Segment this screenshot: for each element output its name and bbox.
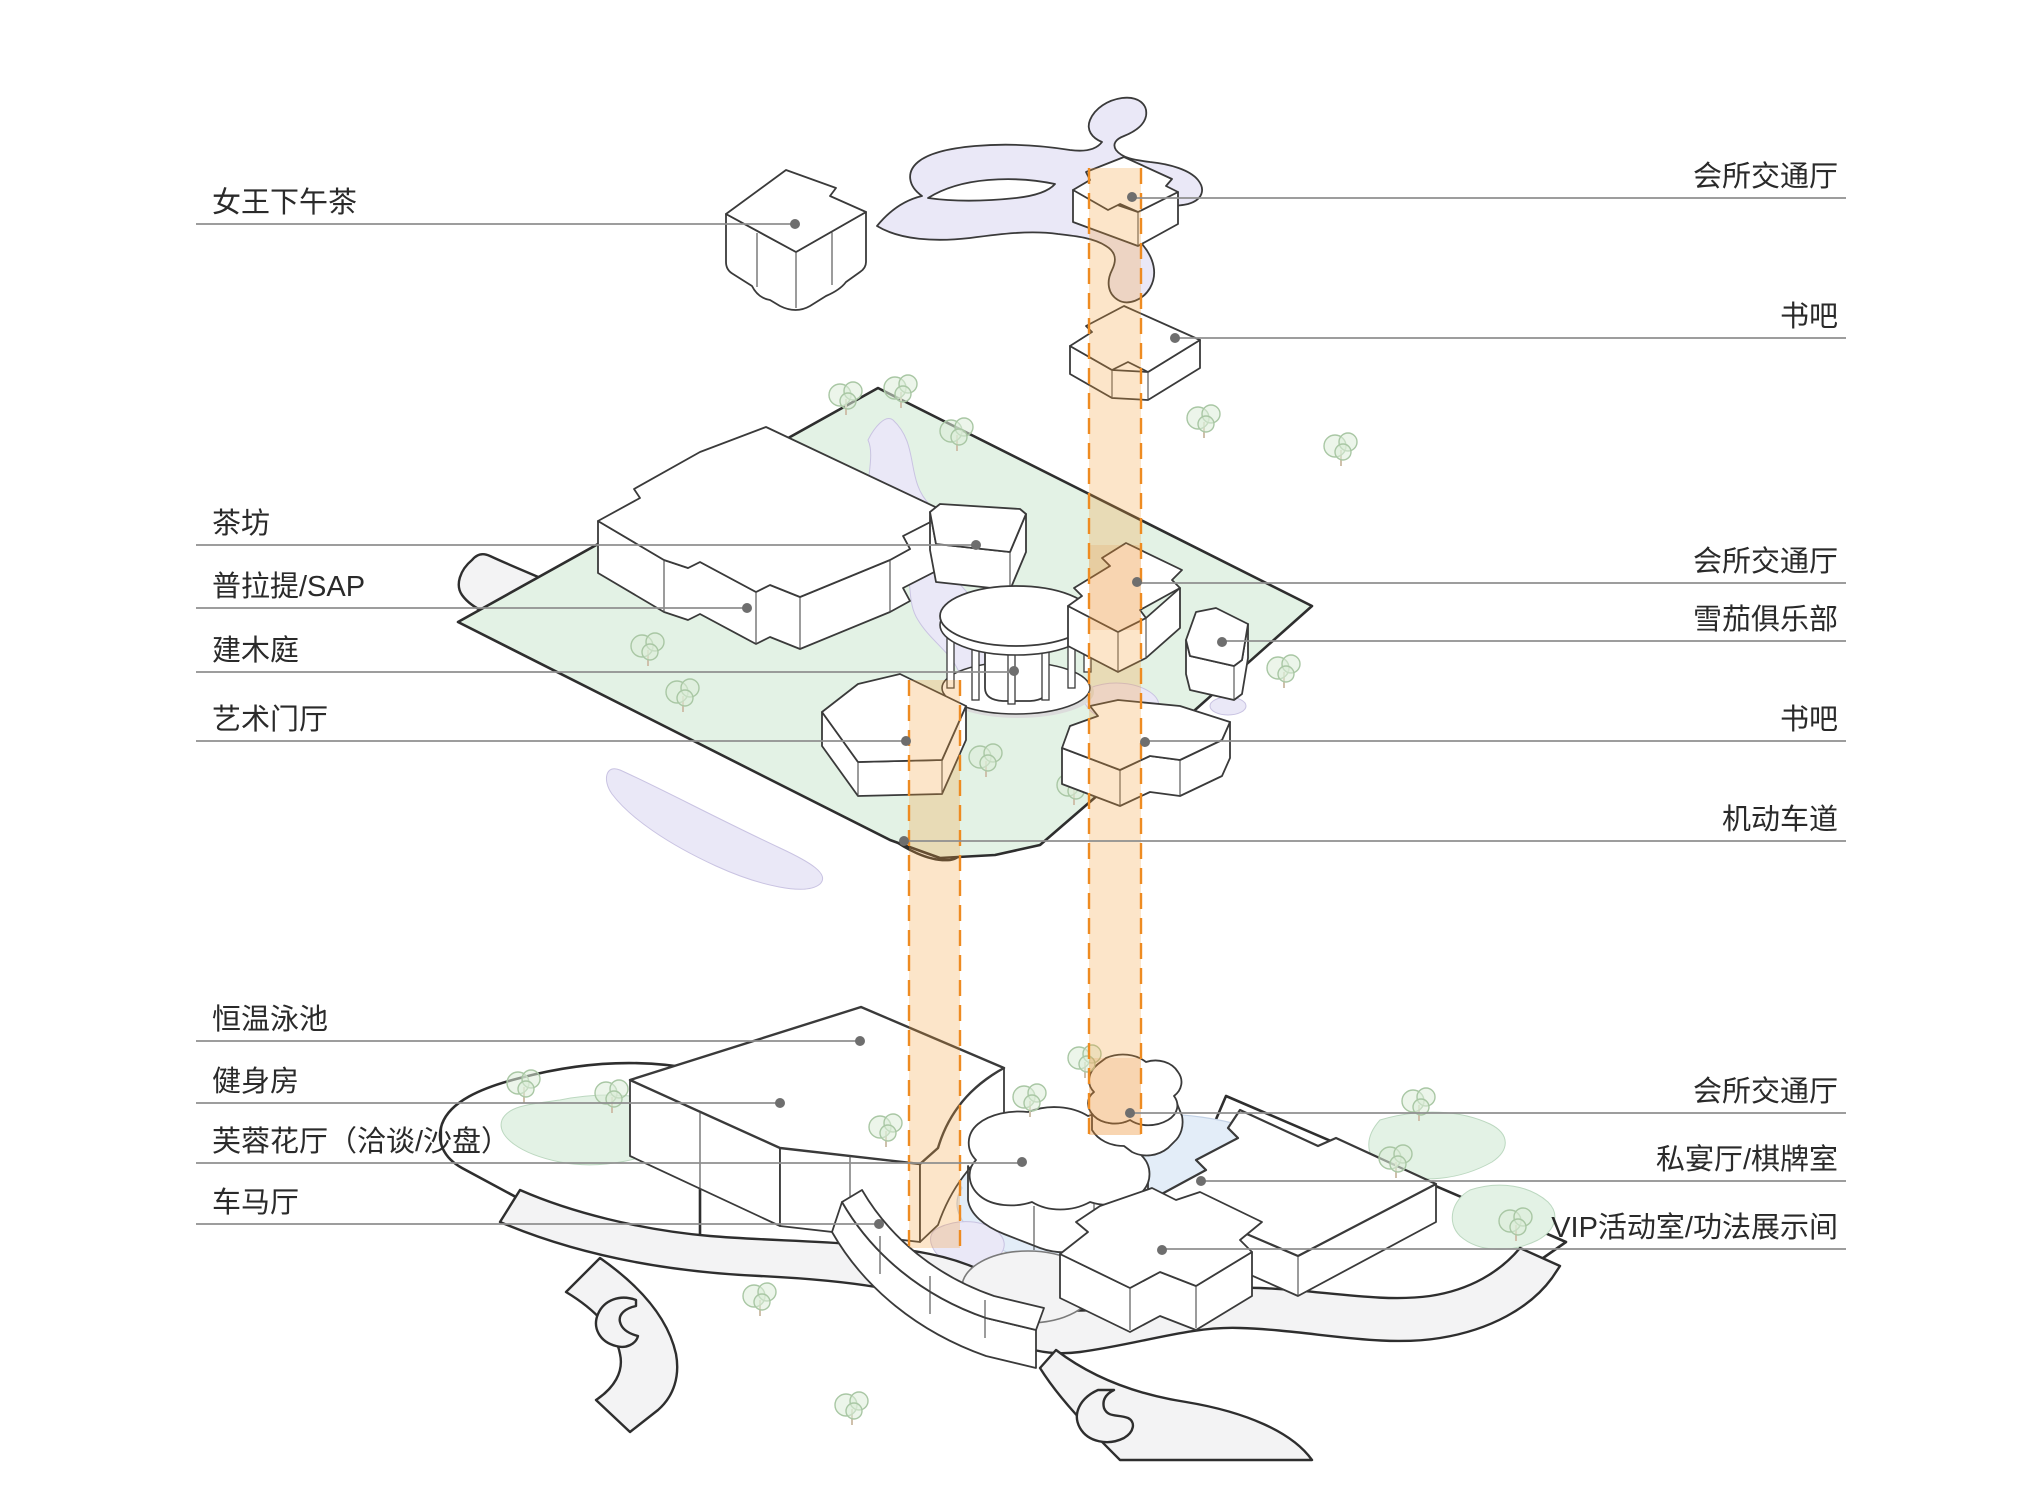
level-middle-garden-floor bbox=[456, 374, 1358, 890]
label-club-traffic-hall-bottom: 会所交通厅 bbox=[1693, 1075, 1838, 1108]
label-hibiscus-hall: 芙蓉花厅（洽谈/沙盘） bbox=[212, 1125, 510, 1158]
label-art-foyer: 艺术门厅 bbox=[212, 703, 328, 736]
building-queen-tea bbox=[725, 169, 867, 311]
middle-lavender-lowleft bbox=[605, 768, 823, 890]
leader-dot-queen-afternoon-tea bbox=[790, 219, 800, 229]
leader-dot-book-bar-mid bbox=[1140, 737, 1150, 747]
leader-dot-club-traffic-hall-mid bbox=[1132, 577, 1142, 587]
label-carriage-hall: 车马厅 bbox=[212, 1186, 299, 1219]
leader-dot-carriage-hall bbox=[874, 1219, 884, 1229]
shaft-left bbox=[907, 680, 962, 1248]
building-book-bar-mid bbox=[1061, 699, 1231, 807]
label-queen-afternoon-tea: 女王下午茶 bbox=[212, 186, 357, 219]
building-tea-house bbox=[929, 503, 1027, 591]
building-cigar-club bbox=[1185, 607, 1249, 701]
leader-dot-club-traffic-hall-top bbox=[1127, 192, 1137, 202]
building-book-bar-top bbox=[1069, 305, 1201, 401]
level-bottom-ground-floor bbox=[438, 1005, 1568, 1462]
building-club-traffic-hall-mid bbox=[1067, 542, 1183, 673]
label-private-dining-chess: 私宴厅/棋牌室 bbox=[1656, 1143, 1838, 1176]
building-carriage-hall bbox=[831, 1189, 1045, 1369]
leader-dot-book-bar-top bbox=[1170, 333, 1180, 343]
leader-dot-jianmu-court bbox=[1009, 666, 1019, 676]
building-vip-room bbox=[1059, 1187, 1263, 1333]
label-club-traffic-hall-top: 会所交通厅 bbox=[1693, 160, 1838, 193]
level-top-roof bbox=[725, 96, 1203, 401]
building-art-foyer bbox=[821, 673, 967, 797]
leader-dot-heated-pool bbox=[855, 1036, 865, 1046]
label-gym: 健身房 bbox=[212, 1065, 299, 1098]
leader-dot-motor-lane bbox=[899, 836, 909, 846]
label-book-bar-top: 书吧 bbox=[1780, 300, 1838, 333]
building-pool-gym-box bbox=[628, 1005, 1006, 1243]
building-pilates-sap bbox=[597, 426, 949, 650]
label-tea-house: 茶坊 bbox=[212, 507, 270, 540]
label-pilates-sap: 普拉提/SAP bbox=[212, 570, 365, 603]
leader-dot-gym bbox=[775, 1098, 785, 1108]
leader-dot-tea-house bbox=[971, 540, 981, 550]
label-club-traffic-hall-mid: 会所交通厅 bbox=[1693, 545, 1838, 578]
label-motor-lane: 机动车道 bbox=[1722, 803, 1838, 836]
label-vip-room: VIP活动室/功法展示间 bbox=[1551, 1211, 1838, 1244]
leader-dot-club-traffic-hall-bottom bbox=[1125, 1108, 1135, 1118]
label-book-bar-mid: 书吧 bbox=[1780, 703, 1838, 736]
leader-dot-vip-room bbox=[1157, 1245, 1167, 1255]
leader-dot-pilates-sap bbox=[742, 603, 752, 613]
building-round-pavilion bbox=[939, 585, 1094, 718]
roof-ribbon bbox=[876, 96, 1203, 304]
leader-dot-private-dining-chess bbox=[1196, 1176, 1206, 1186]
label-cigar-club: 雪茄俱乐部 bbox=[1693, 603, 1838, 636]
label-heated-pool: 恒温泳池 bbox=[212, 1003, 328, 1036]
leader-dot-hibiscus-hall bbox=[1017, 1157, 1027, 1167]
building-club-traffic-hall-bottom bbox=[1087, 1053, 1184, 1157]
leader-dot-cigar-club bbox=[1217, 637, 1227, 647]
leader-dot-art-foyer bbox=[901, 736, 911, 746]
label-jianmu-court: 建木庭 bbox=[212, 634, 299, 667]
shaft-right bbox=[1087, 168, 1143, 1135]
